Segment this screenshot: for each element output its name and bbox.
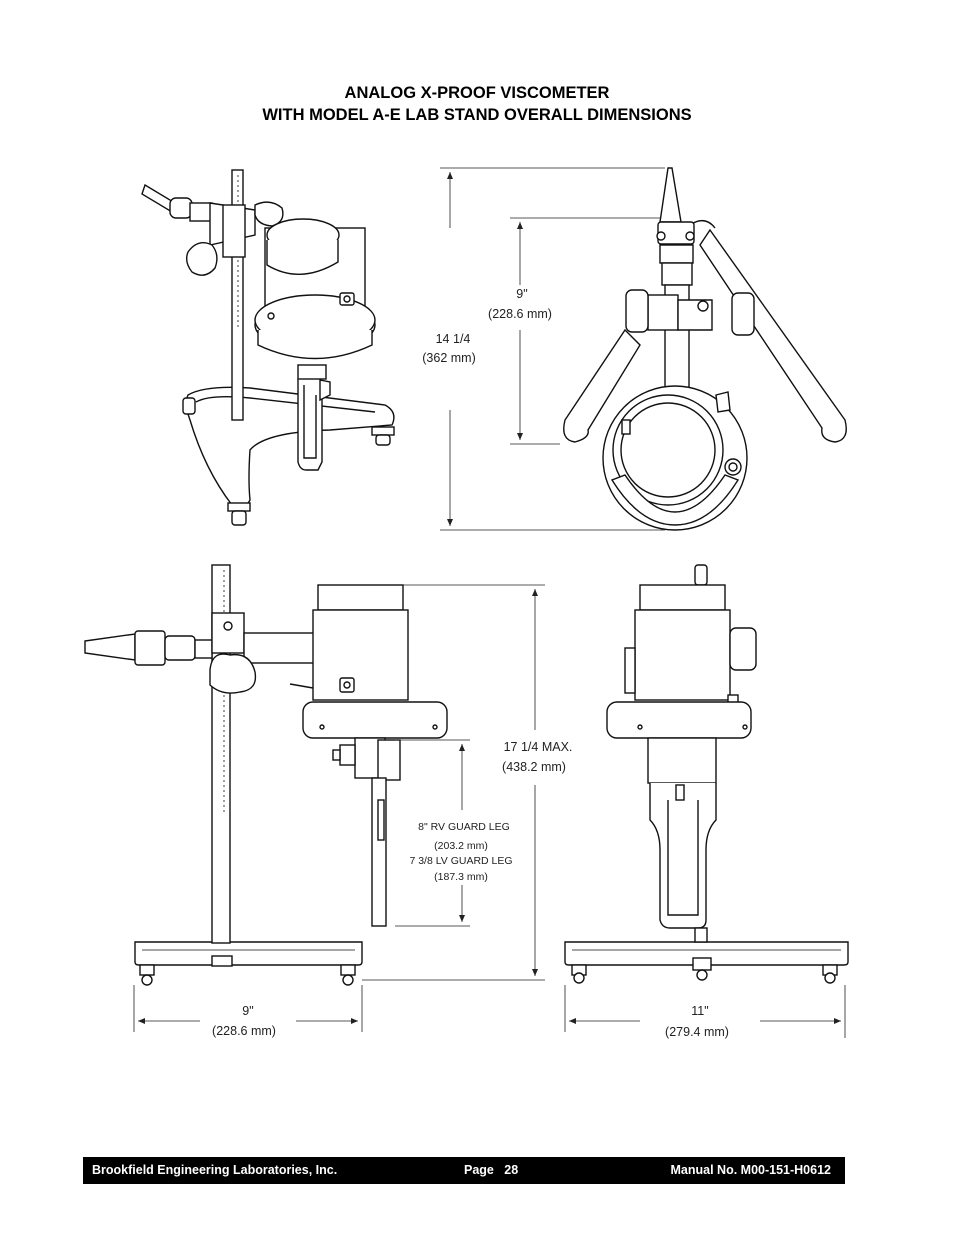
dimension-lines (133, 167, 846, 1038)
front-view (564, 564, 849, 984)
dim-base-width-mm: (279.4 mm) (665, 1025, 729, 1039)
dim-overall-height-mm: (438.2 mm) (502, 760, 566, 774)
dim-base-depth-mm: (228.6 mm) (212, 1024, 276, 1038)
title-line-1: ANALOG X-PROOF VISCOMETER (344, 84, 610, 102)
page-footer: Brookfield Engineering Laboratories, Inc… (83, 1157, 845, 1184)
dim-base-width: 11" (691, 1004, 708, 1018)
dim-top-height: 14 1/4 (436, 332, 471, 346)
title-line-2: WITH MODEL A-E LAB STAND OVERALL DIMENSI… (262, 106, 692, 124)
dim-top-inner-mm: (228.6 mm) (488, 307, 552, 321)
top-view (563, 167, 847, 531)
page-title: ANALOG X-PROOF VISCOMETER WITH MODEL A-E… (0, 82, 954, 126)
dim-rv-guard-leg: 8" RV GUARD LEG (418, 821, 510, 833)
footer-manual-number: Manual No. M00-151-H0612 (670, 1163, 831, 1177)
dim-rv-guard-leg-mm: (203.2 mm) (434, 840, 488, 852)
dim-lv-guard-leg-mm: (187.3 mm) (434, 871, 488, 883)
dim-top-inner: 9" (516, 287, 527, 301)
footer-company: Brookfield Engineering Laboratories, Inc… (92, 1163, 338, 1177)
isometric-view (141, 169, 395, 526)
dim-lv-guard-leg: 7 3/8 LV GUARD LEG (409, 855, 512, 867)
side-view (84, 564, 448, 986)
dim-overall-height: 17 1/4 MAX. (504, 740, 573, 754)
dim-base-depth: 9" (242, 1004, 253, 1018)
footer-page-number: Page 28 (464, 1163, 519, 1177)
dim-top-height-mm: (362 mm) (422, 351, 475, 365)
